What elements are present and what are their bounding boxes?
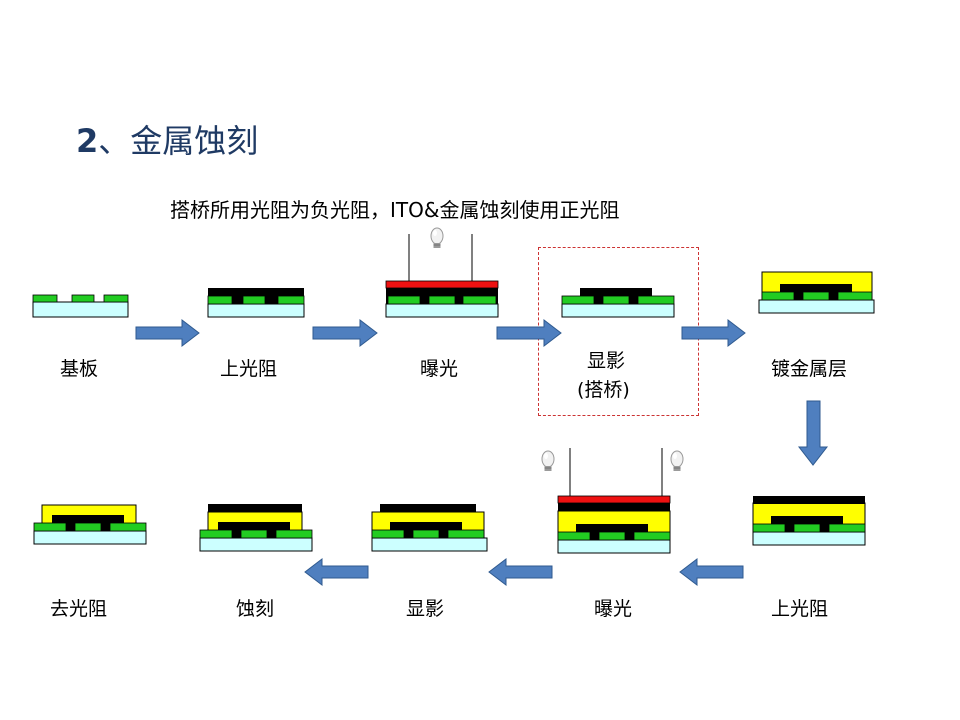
arrow-right-icon — [312, 318, 378, 348]
light-bulb-icon — [430, 227, 444, 249]
step-label-develop-bridge-line1: 显影 — [587, 350, 626, 372]
stack-exposure-2 — [541, 448, 684, 554]
step-label-metal-deposition: 镀金属层 — [771, 358, 848, 380]
arrow-down-icon — [797, 400, 829, 466]
stack-develop-bridge — [561, 288, 675, 318]
page-title: 2、金属蚀刻 — [76, 116, 258, 162]
stack-develop-2 — [371, 504, 488, 552]
step-label-coat-photoresist-2: 上光阻 — [771, 598, 829, 620]
stack-coat-photoresist-2 — [752, 496, 866, 546]
stack-etch — [199, 504, 313, 552]
title-text: 、金属蚀刻 — [98, 122, 259, 160]
arrow-right-icon — [135, 318, 200, 348]
step-label-strip-photoresist: 去光阻 — [50, 598, 108, 620]
arrow-right-icon — [496, 318, 562, 348]
step-label-substrate: 基板 — [60, 358, 99, 380]
step-label-develop-bridge-line2: (搭桥) — [577, 379, 630, 401]
stack-strip-photoresist — [33, 504, 147, 545]
arrow-right-icon — [681, 318, 746, 348]
step-label-exposure-1: 曝光 — [420, 358, 459, 380]
arrow-left-icon — [488, 557, 553, 587]
subtitle: 搭桥所用光阻为负光阻，ITO&金属蚀刻使用正光阻 — [170, 198, 620, 222]
step-label-etch: 蚀刻 — [236, 598, 275, 620]
light-bulb-icon — [670, 450, 684, 472]
step-label-coat-photoresist-1: 上光阻 — [220, 358, 278, 380]
stack-coat-photoresist-1 — [207, 288, 305, 318]
step-label-exposure-2: 曝光 — [594, 598, 633, 620]
arrow-left-icon — [679, 557, 744, 587]
stack-substrate — [32, 294, 129, 318]
arrow-left-icon — [304, 557, 369, 587]
step-label-develop-2: 显影 — [406, 598, 445, 620]
title-number: 2 — [76, 122, 99, 160]
stack-exposure-1 — [385, 227, 499, 318]
light-bulb-icon — [541, 450, 555, 472]
stack-metal-deposition — [758, 271, 875, 314]
